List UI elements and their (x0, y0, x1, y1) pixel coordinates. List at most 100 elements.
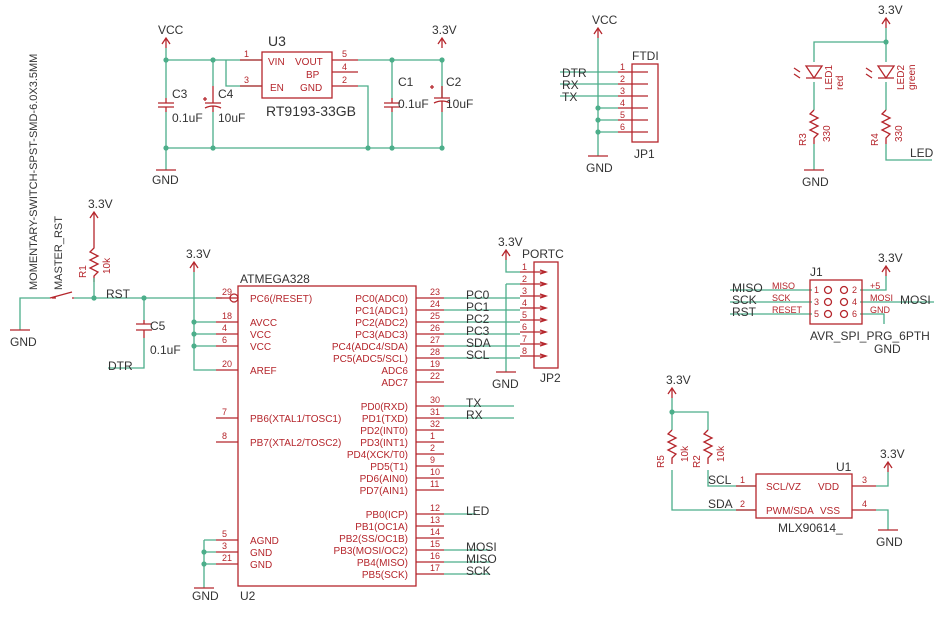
portc-ref: JP2 (540, 371, 561, 385)
mcu-right-pin-label: PD0(RXD) (361, 402, 408, 413)
led-net-label: LED (910, 146, 934, 160)
isp-net-mosi: MOSI (900, 293, 931, 307)
mcu-left-pin-num: 20 (222, 359, 232, 369)
mcu-right-pin-label: PD1(TXD) (362, 414, 408, 425)
r5-value: 10k (680, 445, 691, 462)
reg-pin-5: 5 (342, 49, 347, 59)
mcu-left-pin-num: 4 (222, 323, 227, 333)
mcu-right-pin-label: PB3(MOSI/OC2) (334, 546, 408, 557)
mcu-net-label: TX (466, 396, 481, 410)
mcu-right-pin-label: PD3(INT1) (360, 438, 408, 449)
mcu-right-pin-label: PB4(MISO) (357, 558, 408, 569)
mcu-left-pin-label: GND (250, 560, 272, 571)
mcu-left-pin-num: 6 (222, 335, 227, 345)
isp-header: 3.3V J1 MISO SCK RST MISO SCK RESET 1 3 … (730, 251, 934, 356)
mcu-net-label: PC0 (466, 288, 490, 302)
portc-pin-arrow (539, 281, 549, 287)
r1-ref: R1 (78, 265, 89, 278)
ftdi-net-tx: TX (562, 90, 577, 104)
portc-pin-arrow (539, 305, 549, 311)
isp-pin-gnd: GND (870, 305, 891, 315)
portc-pin-num: 2 (522, 274, 527, 284)
sensor-pin-vss: VSS (820, 506, 840, 517)
ftdi-net-dtr: DTR (562, 66, 587, 80)
sensor-num-4: 4 (862, 499, 867, 509)
portc-pin-num: 3 (522, 286, 527, 296)
mcu-right-pin-num: 31 (430, 407, 440, 417)
portc-pin-arrow (539, 317, 549, 323)
mcu-left-pin-label: PB7(XTAL2/TOSC2) (250, 438, 341, 449)
r2-ref: R2 (692, 455, 703, 468)
mcu-right-pin-label: PD2(INT0) (360, 426, 408, 437)
mcu-left-pin-num: 21 (222, 553, 232, 563)
isp-net-miso: MISO (732, 281, 763, 295)
mcu-right-pin-label: PC1(ADC1) (355, 306, 408, 317)
r4-value: 330 (894, 125, 905, 142)
mcu-left-pin-label: PC6(/RESET) (250, 294, 312, 305)
mcu-right-pin-num: 11 (430, 479, 439, 489)
mcu-right-pin-label: PB5(SCK) (362, 570, 408, 581)
gnd-label-reg: GND (152, 173, 179, 187)
ftdi-vcc-label: VCC (592, 13, 618, 27)
r5-ref: R5 (656, 455, 667, 468)
mcu-net-label: MOSI (466, 540, 497, 554)
sensor-gnd-label: GND (876, 535, 903, 549)
ftdi-pin-2: 2 (620, 74, 625, 84)
c5-value: 0.1uF (150, 343, 181, 357)
sensor-num-3: 3 (862, 475, 867, 485)
c4-ref: C4 (218, 87, 234, 101)
mcu-right-pin-label: PD6(AIN0) (360, 474, 408, 485)
dtr-net-label: DTR (108, 359, 133, 373)
sensor-num-1: 1 (740, 475, 745, 485)
c2-ref: C2 (446, 75, 462, 89)
regulator-ref: U3 (268, 33, 286, 49)
ftdi-pin-5: 5 (620, 110, 625, 120)
reset-v33-label: 3.3V (88, 197, 113, 211)
isp-pin-miso: MISO (772, 281, 795, 291)
isp-ref: J1 (810, 265, 823, 279)
led2-color: green (907, 64, 918, 90)
sensor-pin-pwmsda: PWM/SDA (766, 506, 814, 517)
mcu-right-pin-num: 15 (430, 539, 440, 549)
mcu-left-pin-num: 3 (222, 541, 227, 551)
isp-num-3: 3 (814, 297, 819, 307)
mcu-net-label: LED (466, 504, 490, 518)
mcu-right-pin-num: 2 (430, 443, 435, 453)
sensor-v33-label: 3.3V (666, 373, 691, 387)
isp-num-2: 2 (852, 285, 857, 295)
mcu-right-pin-num: 9 (430, 455, 435, 465)
portc-pin-arrow (539, 329, 549, 335)
isp-pin-mosi: MOSI (870, 293, 893, 303)
portc-pin-arrow (539, 353, 549, 359)
sensor-section: 3.3V R5 10k R2 10k SCL SDA SCL/VZ VDD PW… (656, 373, 905, 549)
portc-pin-arrow (539, 341, 549, 347)
mcu-left-pin-num: 29 (222, 287, 232, 297)
ftdi-pin-3: 3 (620, 86, 625, 96)
mcu-net-label: SCL (466, 348, 490, 362)
r3-ref: R3 (798, 133, 809, 146)
pin-vout: VOUT (295, 57, 323, 68)
mcu-right-pin-label: PB2(SS/OC1B) (339, 534, 408, 545)
reg-pin-1: 1 (244, 49, 249, 59)
reset-gnd-label: GND (10, 335, 37, 349)
c1-ref: C1 (398, 75, 414, 89)
isp-net-rst: RST (732, 305, 757, 319)
c3-value: 0.1uF (172, 111, 203, 125)
c1-value: 0.1uF (398, 97, 429, 111)
portc-pin-num: 6 (522, 322, 527, 332)
vcc-label: VCC (158, 23, 184, 37)
mcu-right-pin-label: ADC7 (381, 378, 408, 389)
led2-ref: LED2 (896, 65, 907, 90)
mcu-right-pin-label: PC4(ADC4/SDA) (332, 342, 408, 353)
mcu-net-label: SCK (466, 564, 491, 578)
mcu-gnd-label: GND (192, 589, 219, 603)
isp-pin-5v: +5 (870, 281, 880, 291)
portc-pin-num: 7 (522, 334, 527, 344)
mcu-right-pin-num: 25 (430, 311, 440, 321)
ftdi-pin-1: 1 (620, 62, 625, 72)
reg-pin-4: 4 (342, 62, 347, 72)
mcu-right-pin-num: 16 (430, 551, 440, 561)
mcu-right-pin-num: 1 (430, 431, 435, 441)
